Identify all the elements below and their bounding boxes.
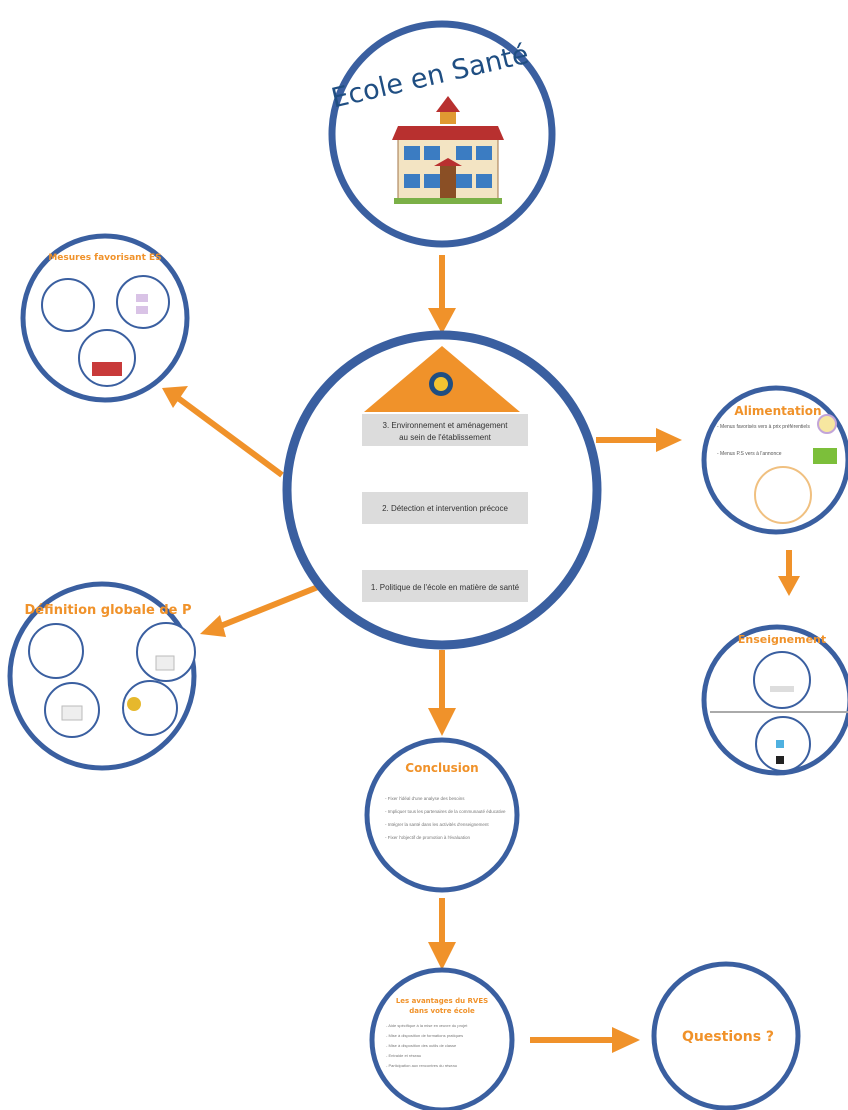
alimentation-subcircle: [754, 466, 812, 524]
mesures-subcircle-1: [41, 278, 95, 332]
level-1-bar: [362, 570, 528, 602]
conclusion-item: - Intégrer la santé dans les activités d…: [385, 822, 489, 827]
center-node[interactable]: 3. Environnement et aménagement au sein …: [282, 330, 602, 650]
definition-node[interactable]: Définition globale de P: [7, 581, 197, 771]
level-3-line2: au sein de l'établissement: [399, 433, 492, 442]
avantages-item: - Aide spécifique à la mise en œuvre du …: [386, 1023, 468, 1028]
enseignement-node[interactable]: Enseignement: [701, 624, 848, 776]
avantages-node[interactable]: Les avantages du RVES dans votre école -…: [369, 967, 515, 1110]
level-3-line1: 3. Environnement et aménagement: [383, 421, 509, 430]
alimentation-green-tag: [813, 448, 837, 464]
conclusion-item: - Fixer l'idéal d'une analyse des besoin…: [385, 796, 465, 801]
school-building-icon: [392, 96, 504, 204]
avantages-title-line2: dans votre école: [409, 1007, 475, 1015]
mesures-title: Mesures favorisant ES: [48, 253, 161, 263]
avantages-item: - Participation aux rencontres du réseau: [386, 1063, 457, 1068]
alimentation-title: Alimentation: [734, 404, 821, 418]
enseignement-subcircle-1: [753, 651, 811, 709]
avantages-item: - Entraide et réseau: [386, 1053, 421, 1058]
title-node[interactable]: Ecole en Santé: [328, 20, 556, 248]
enseignement-title: Enseignement: [738, 633, 826, 646]
definition-subcircle-1: [28, 623, 84, 679]
arrow-alimentation-to-enseignement: [778, 550, 800, 596]
conclusion-item: - Fixer l'objectif de promotion à l'éval…: [385, 835, 471, 840]
arrow-conclusion-to-avantages: [428, 898, 456, 970]
questions-title: Questions ?: [682, 1029, 774, 1045]
alimentation-badge-icon: [817, 414, 837, 434]
arrows: [162, 255, 800, 1053]
mesures-subcircle-3: [78, 329, 136, 387]
avantages-item: - Mise à disposition des outils de class…: [386, 1043, 457, 1048]
arrow-center-to-definition: [200, 584, 320, 637]
avantages-item: - Mise à disposition de formations prati…: [386, 1033, 463, 1038]
questions-node[interactable]: Questions ?: [651, 961, 801, 1110]
conclusion-node[interactable]: Conclusion - Fixer l'idéal d'une analyse…: [364, 737, 520, 893]
arrow-center-to-alimentation: [596, 428, 682, 452]
arrow-center-to-conclusion: [428, 650, 456, 736]
level-2-label: 2. Détection et intervention précoce: [382, 504, 508, 513]
definition-subcircle-4: [122, 680, 178, 736]
arrow-avantages-to-questions: [530, 1027, 640, 1053]
level-3-bar: [362, 414, 528, 446]
conclusion-item: - Impliquer tous les partenaires de la c…: [385, 809, 506, 814]
arrow-title-to-center: [428, 255, 456, 334]
alimentation-line2: - Menus P.S vers à l'annonce: [717, 451, 782, 457]
definition-title: Définition globale de P: [24, 603, 191, 618]
alimentation-node[interactable]: Alimentation - Menus favorisés vers à pr…: [701, 385, 848, 535]
mesures-node[interactable]: Mesures favorisant ES: [20, 233, 190, 403]
arrow-center-to-mesures: [162, 386, 284, 478]
emblem-icon: [429, 372, 453, 396]
avantages-title-line1: Les avantages du RVES: [396, 997, 488, 1005]
definition-subcircle-2: [136, 622, 196, 682]
level-2-bar: [362, 492, 528, 524]
level-1-label: 1. Politique de l'école en matière de sa…: [371, 583, 520, 592]
conclusion-title: Conclusion: [405, 761, 478, 775]
alimentation-line1: - Menus favorisés vers à prix préférenti…: [717, 424, 810, 430]
